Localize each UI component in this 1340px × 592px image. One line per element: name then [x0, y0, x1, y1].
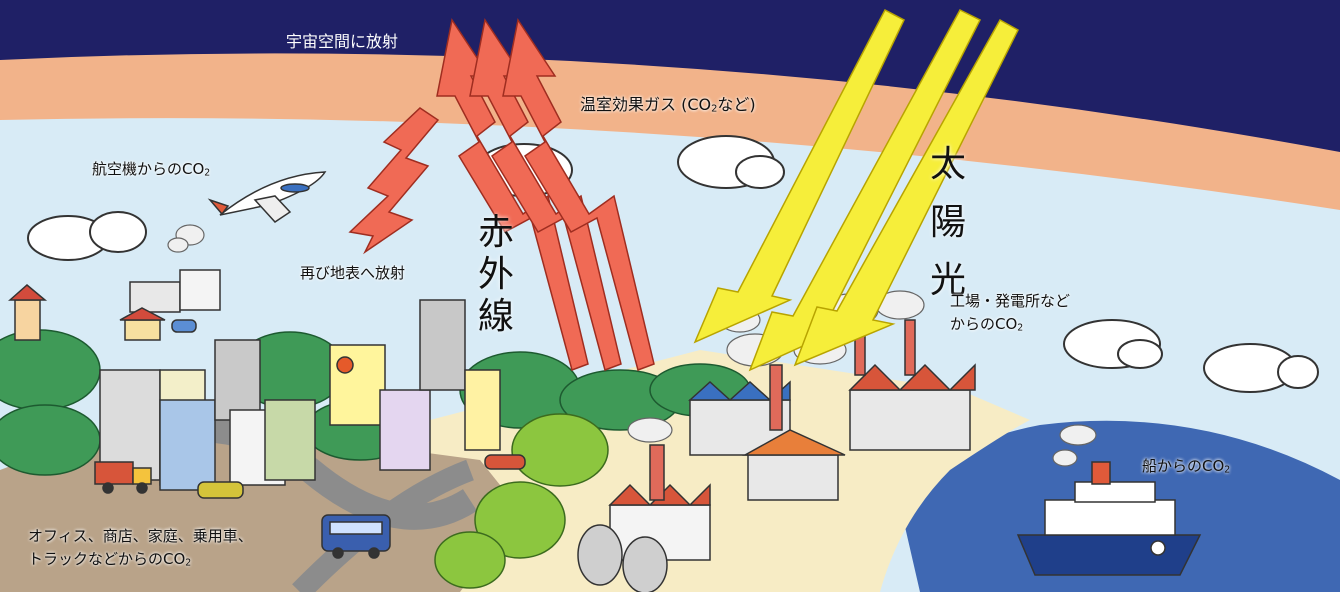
factory-co2-label: 工場・発電所など からのCO2 — [950, 292, 1071, 334]
sunlight-arrows — [693, 8, 1019, 372]
bus-icon — [321, 514, 391, 559]
cloud-icon — [677, 135, 785, 189]
car-icon — [171, 319, 526, 499]
infrared-arrows — [348, 18, 655, 371]
trees — [434, 413, 609, 589]
sunlight-label: 太 陽 光 — [930, 144, 967, 301]
ship-icon — [1016, 461, 1202, 576]
aircraft-co2-label: 航空機からのCO2 — [92, 160, 211, 179]
airplane-icon — [207, 171, 327, 223]
truck-icon — [94, 461, 152, 494]
space-label: 宇宙空間に放射 — [286, 32, 399, 51]
cloud-icon — [1063, 319, 1163, 369]
ship-co2-label: 船からのCO2 — [1142, 457, 1231, 476]
city-buildings — [99, 299, 501, 491]
infrared-label: 赤 外 線 — [478, 212, 515, 337]
reradiate-label: 再び地表へ放射 — [300, 264, 406, 282]
greenhouse-gas-label: 温室効果ガス (CO2など) — [580, 95, 756, 115]
cloud-icon — [27, 211, 147, 261]
factory-icon — [577, 319, 976, 592]
cloud-icon — [1203, 343, 1319, 393]
hill-houses — [8, 269, 221, 341]
city-co2-label: オフィス、商店、家庭、乗用車、 トラックなどからのCO2 — [28, 527, 253, 569]
